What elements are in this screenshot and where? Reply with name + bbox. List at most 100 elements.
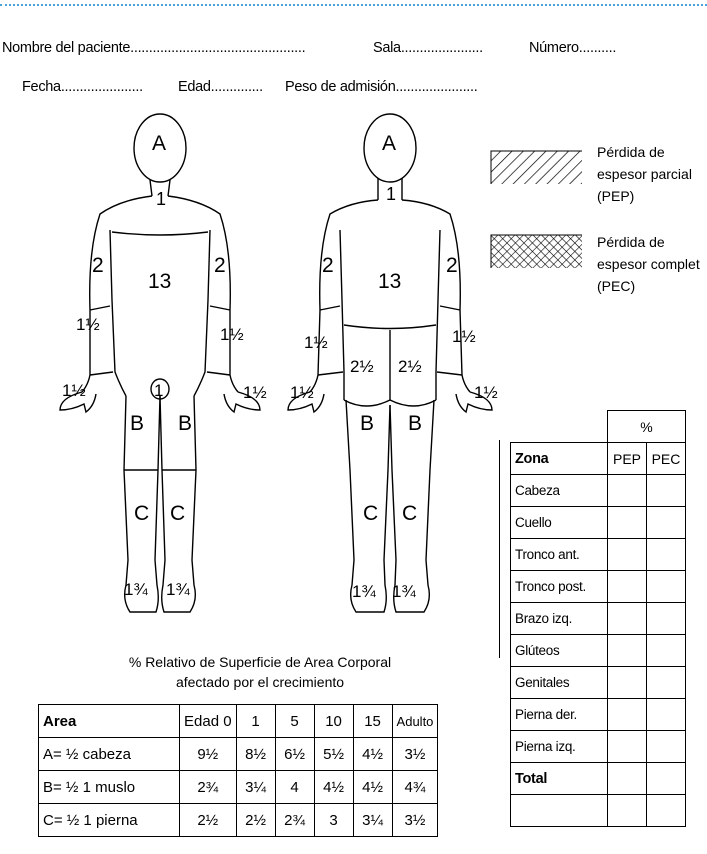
date-label: Fecha — [22, 79, 61, 95]
table-cell: 6½ — [275, 738, 314, 771]
full-thickness-legend: Pérdida de espesor complet (PEC) — [597, 231, 707, 297]
number-label: Número — [529, 40, 579, 56]
front-left-leg-label: C — [170, 502, 185, 525]
zone-label: Tronco ant. — [511, 539, 608, 571]
pec-cell[interactable] — [647, 795, 686, 827]
table-cell: 3¼ — [353, 804, 392, 837]
table-row: Cuello — [511, 507, 686, 539]
zone-label: Cuello — [511, 507, 608, 539]
patient-name-label: Nombre del paciente — [2, 40, 130, 56]
front-right-upper-arm-label: 2 — [92, 254, 104, 277]
header-cell: 15 — [353, 705, 392, 738]
table-row: B= ½ 1 muslo 2¾ 3¼ 4 4½ 4½ 4¾ — [39, 771, 438, 804]
back-head-label: A — [382, 132, 396, 155]
date-field[interactable]: Fecha...................... — [22, 79, 143, 95]
percent-header: % — [608, 411, 686, 443]
table-header-row: Zona PEP PEC — [511, 443, 686, 475]
table-row: Pierna izq. — [511, 731, 686, 763]
room-label: Sala — [373, 40, 401, 56]
admission-weight-field[interactable]: Peso de admisión...................... — [285, 79, 478, 95]
pep-cell[interactable] — [608, 795, 647, 827]
pep-cell[interactable] — [608, 507, 647, 539]
pec-cell[interactable] — [647, 603, 686, 635]
table-cell: 3½ — [392, 804, 438, 837]
partial-thickness-swatch — [490, 150, 582, 184]
age-label: Edad — [178, 79, 211, 95]
pep-cell[interactable] — [608, 635, 647, 667]
pec-cell[interactable] — [647, 475, 686, 507]
age-field[interactable]: Edad.............. — [178, 79, 263, 95]
table-cell: 2¾ — [180, 771, 237, 804]
table-cell: 4½ — [353, 771, 392, 804]
table-cell: 4½ — [314, 771, 353, 804]
table-cell: 3½ — [392, 738, 438, 771]
table-row — [511, 795, 686, 827]
back-left-hand-label: 1½ — [474, 383, 498, 402]
room-field[interactable]: Sala...................... — [373, 40, 483, 56]
percent-header-row: % — [511, 411, 686, 443]
row-label: A= ½ cabeza — [39, 738, 180, 771]
front-right-leg-label: C — [134, 502, 149, 525]
back-left-thigh-label: B — [408, 412, 422, 435]
admission-weight-label: Peso de admisión — [285, 79, 395, 95]
back-left-upper-arm-label: 2 — [446, 254, 458, 277]
table-row: Tronco post. — [511, 571, 686, 603]
table-cell: 2¾ — [275, 804, 314, 837]
front-trunk-label: 13 — [148, 270, 171, 293]
header-cell: 1 — [236, 705, 275, 738]
header-cell: 10 — [314, 705, 353, 738]
front-right-foot-label: 1¾ — [124, 580, 148, 599]
pep-cell[interactable] — [608, 539, 647, 571]
front-left-foot-label: 1¾ — [166, 580, 190, 599]
table-row: Glúteos — [511, 635, 686, 667]
pep-cell[interactable] — [608, 475, 647, 507]
back-right-upper-arm-label: 2 — [322, 254, 334, 277]
zone-header: Zona — [511, 443, 608, 475]
pep-cell[interactable] — [608, 699, 647, 731]
back-left-leg-label: C — [402, 502, 417, 525]
pec-header: PEC — [647, 443, 686, 475]
table-row: Cabeza — [511, 475, 686, 507]
pec-cell[interactable] — [647, 635, 686, 667]
zone-burn-table: % Zona PEP PEC Cabeza Cuello Tronco ant.… — [510, 410, 686, 827]
zone-label: Genitales — [511, 667, 608, 699]
header-cell: Area — [39, 705, 180, 738]
pec-cell[interactable] — [647, 667, 686, 699]
table-cell: 5½ — [314, 738, 353, 771]
table-cell: 8½ — [236, 738, 275, 771]
patient-name-field[interactable]: Nombre del paciente.....................… — [2, 40, 305, 56]
partial-thickness-legend: Pérdida de espesor parcial (PEP) — [597, 141, 707, 207]
top-dotted-border — [0, 4, 707, 6]
pep-cell[interactable] — [608, 571, 647, 603]
zone-label: Tronco post. — [511, 571, 608, 603]
age-surface-table: Area Edad 0 1 5 10 15 Adulto A= ½ cabeza… — [38, 704, 438, 837]
pec-cell[interactable] — [647, 699, 686, 731]
back-left-foot-label: 1¾ — [392, 582, 416, 601]
pec-cell[interactable] — [647, 539, 686, 571]
back-neck-label: 1 — [386, 184, 396, 204]
back-right-forearm-label: 1½ — [304, 333, 328, 352]
pec-cell[interactable] — [647, 731, 686, 763]
pec-cell[interactable] — [647, 571, 686, 603]
back-right-foot-label: 1¾ — [352, 582, 376, 601]
zone-label — [511, 795, 608, 827]
table-cell: 9½ — [180, 738, 237, 771]
table-header-row: Area Edad 0 1 5 10 15 Adulto — [39, 705, 438, 738]
back-right-thigh-label: B — [360, 412, 374, 435]
total-label: Total — [511, 763, 608, 795]
pep-total-cell[interactable] — [608, 763, 647, 795]
front-right-hand-label: 1½ — [62, 381, 86, 400]
back-trunk-label: 13 — [378, 270, 401, 293]
pec-cell[interactable] — [647, 507, 686, 539]
pep-cell[interactable] — [608, 731, 647, 763]
pep-cell[interactable] — [608, 603, 647, 635]
pep-cell[interactable] — [608, 667, 647, 699]
front-left-forearm-label: 1½ — [220, 325, 244, 344]
divider-line — [499, 440, 500, 658]
front-neck-label: 1 — [156, 189, 166, 209]
pec-total-cell[interactable] — [647, 763, 686, 795]
back-right-hand-label: 1½ — [290, 383, 314, 402]
front-left-upper-arm-label: 2 — [214, 254, 226, 277]
number-field[interactable]: Número.......... — [529, 40, 616, 56]
front-left-thigh-label: B — [178, 412, 192, 435]
